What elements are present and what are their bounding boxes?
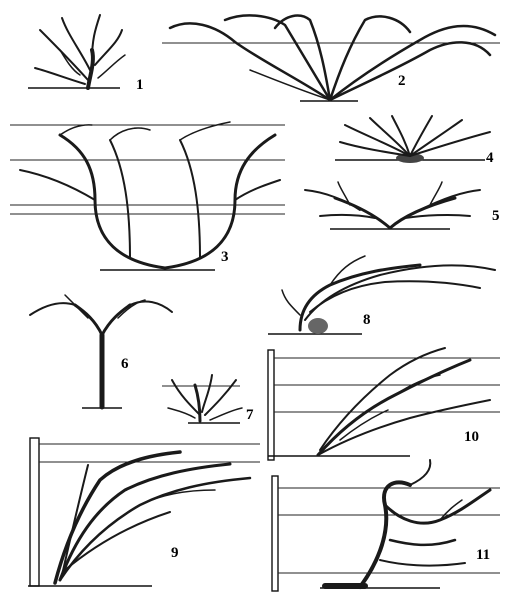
panel-label-3: 3	[221, 250, 229, 265]
vine-drawing-5	[305, 182, 480, 229]
vine-drawing-1	[28, 15, 125, 88]
panel-label-7: 7	[246, 408, 254, 423]
panel-label-2: 2	[398, 74, 406, 89]
vine-drawing-6	[30, 295, 172, 408]
panel-label-1: 1	[136, 78, 144, 93]
vine-drawing-4	[335, 116, 490, 163]
panel-label-11: 11	[476, 548, 490, 563]
vine-drawing-2	[162, 15, 500, 101]
panel-label-6: 6	[121, 357, 129, 372]
vine-drawing-9	[28, 438, 260, 586]
panel-label-9: 9	[171, 546, 179, 561]
vine-drawing-3	[10, 122, 285, 270]
panel-label-10: 10	[464, 430, 479, 445]
vine-drawing-7	[162, 375, 242, 423]
vine-drawing-11	[272, 460, 500, 591]
vine-drawing-8	[268, 256, 495, 334]
panel-label-8: 8	[363, 313, 371, 328]
panel-label-5: 5	[492, 209, 500, 224]
panel-label-4: 4	[486, 151, 494, 166]
